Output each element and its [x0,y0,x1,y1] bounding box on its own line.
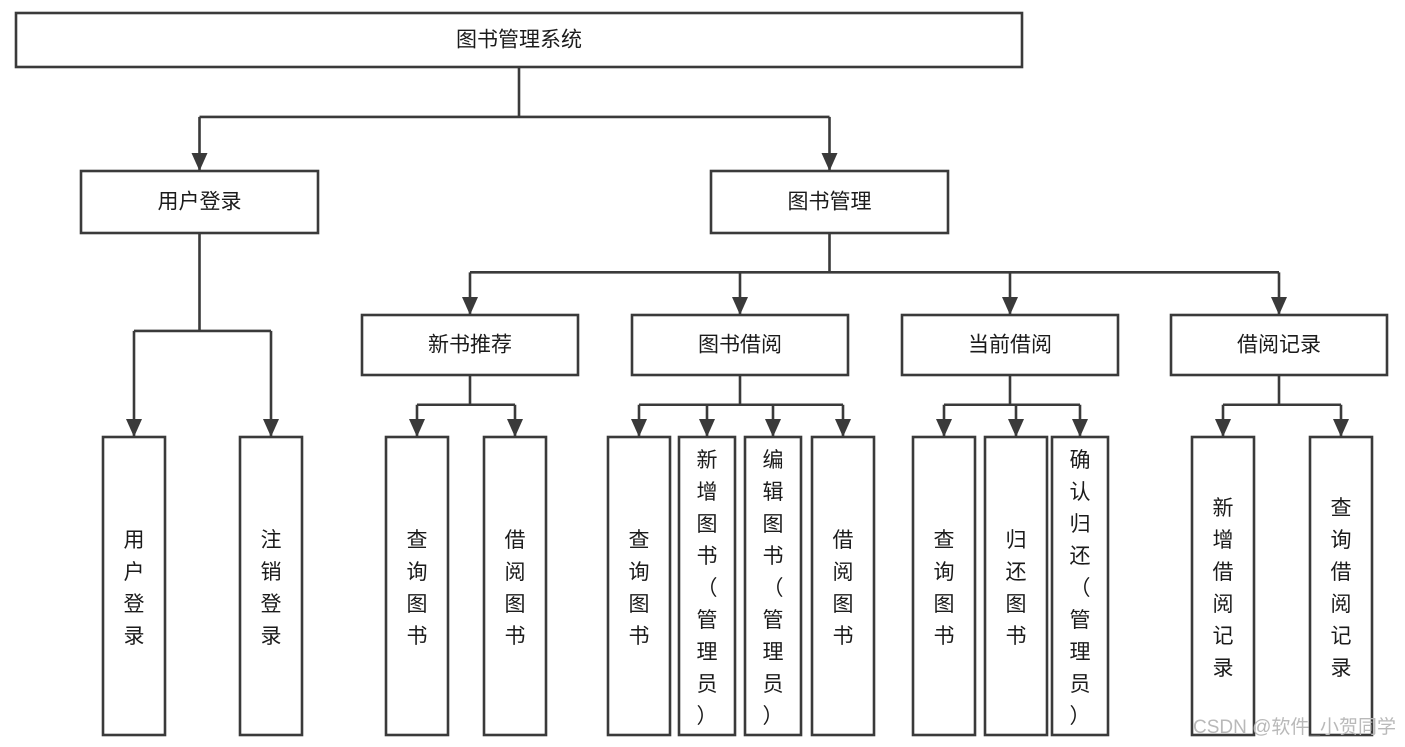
node-label: 注销登录 [261,529,282,648]
node-label: 当前借阅 [968,334,1052,357]
node-leaf-new-borrow[interactable]: 借阅图书 [482,435,548,737]
node-box[interactable] [911,435,977,737]
node-leaf-user-logout[interactable]: 注销登录 [238,435,304,737]
node-leaf-user-login[interactable]: 用户登录 [101,435,167,737]
node-bookmgmt[interactable]: 图书管理 [709,169,950,235]
node-leaf-rec-query[interactable]: 查询借阅记录 [1308,435,1374,737]
node-records[interactable]: 借阅记录 [1169,313,1389,377]
node-leaf-cur-query[interactable]: 查询图书 [911,435,977,737]
arrow-head-icon [631,419,647,437]
node-label: 新书推荐 [428,334,512,357]
node-box[interactable] [983,435,1049,737]
node-box[interactable] [1190,435,1256,737]
arrow-head-icon [1271,297,1287,315]
arrow-head-icon [835,419,851,437]
node-current[interactable]: 当前借阅 [900,313,1120,377]
node-label: 查询图书 [629,529,650,648]
edge-group-newbook [409,375,523,437]
connector-layer [126,67,1349,437]
node-box[interactable] [101,435,167,737]
arrow-head-icon [1215,419,1231,437]
node-borrow[interactable]: 图书借阅 [630,313,850,377]
arrow-head-icon [1008,419,1024,437]
node-leaf-bor-borrow[interactable]: 借阅图书 [810,435,876,737]
node-label: 归还图书 [1006,529,1027,648]
node-leaf-rec-add[interactable]: 新增借阅记录 [1190,435,1256,737]
arrow-head-icon [507,419,523,437]
node-label: 借阅图书 [505,529,526,648]
edge-group-current [936,375,1088,437]
node-leaf-bor-add[interactable]: 新增图书（管理员） [677,435,737,737]
node-label: 新增借阅记录 [1213,497,1234,680]
arrow-head-icon [462,297,478,315]
node-leaf-new-query[interactable]: 查询图书 [384,435,450,737]
node-label: 新增图书（管理员） [697,449,718,728]
node-box[interactable] [360,313,580,377]
node-box[interactable] [238,435,304,737]
node-label: 查询图书 [407,529,428,648]
edge-group-root [191,67,838,171]
arrow-head-icon [1002,297,1018,315]
arrow-head-icon [191,153,208,171]
node-box[interactable] [384,435,450,737]
node-label: 图书管理系统 [456,29,582,52]
node-login[interactable]: 用户登录 [79,169,320,235]
node-box[interactable] [677,435,737,737]
edge-group-bookmgmt [462,233,1287,315]
node-box[interactable] [1169,313,1389,377]
node-label: 编辑图书（管理员） [763,449,784,728]
node-box[interactable] [900,313,1120,377]
watermark-label: CSDN @软件_小贺同学 [1193,716,1396,738]
node-label: 确认归还（管理员） [1070,449,1091,728]
node-label: 图书管理 [788,191,872,214]
node-box[interactable] [1308,435,1374,737]
node-box[interactable] [709,169,950,235]
node-label: 查询图书 [934,529,955,648]
arrow-head-icon [765,419,781,437]
node-label: 用户登录 [124,529,145,648]
node-box[interactable] [810,435,876,737]
arrow-head-icon [1072,419,1088,437]
node-box[interactable] [606,435,672,737]
node-label: 图书借阅 [698,334,782,357]
node-label: 借阅图书 [833,529,854,648]
node-leaf-bor-query[interactable]: 查询图书 [606,435,672,737]
arrow-head-icon [699,419,715,437]
node-box[interactable] [743,435,803,737]
node-leaf-cur-confirm[interactable]: 确认归还（管理员） [1050,435,1110,737]
arrow-head-icon [936,419,952,437]
edge-group-borrow [631,375,851,437]
node-label: 查询借阅记录 [1331,497,1352,680]
node-layer: 图书管理系统用户登录图书管理新书推荐图书借阅当前借阅借阅记录用户登录注销登录查询… [14,11,1389,737]
node-label: 借阅记录 [1237,334,1321,357]
node-label: 用户登录 [158,191,242,214]
arrow-head-icon [732,297,748,315]
edge-group-login [126,233,279,437]
node-leaf-bor-edit[interactable]: 编辑图书（管理员） [743,435,803,737]
node-leaf-cur-return[interactable]: 归还图书 [983,435,1049,737]
node-box[interactable] [79,169,320,235]
node-box[interactable] [482,435,548,737]
node-box[interactable] [630,313,850,377]
arrow-head-icon [821,153,838,171]
node-box[interactable] [14,11,1024,69]
edge-group-records [1215,375,1349,437]
arrow-head-icon [263,419,279,437]
arrow-head-icon [409,419,425,437]
node-newbook[interactable]: 新书推荐 [360,313,580,377]
arrow-head-icon [126,419,142,437]
node-root[interactable]: 图书管理系统 [14,11,1024,69]
node-box[interactable] [1050,435,1110,737]
arrow-head-icon [1333,419,1349,437]
